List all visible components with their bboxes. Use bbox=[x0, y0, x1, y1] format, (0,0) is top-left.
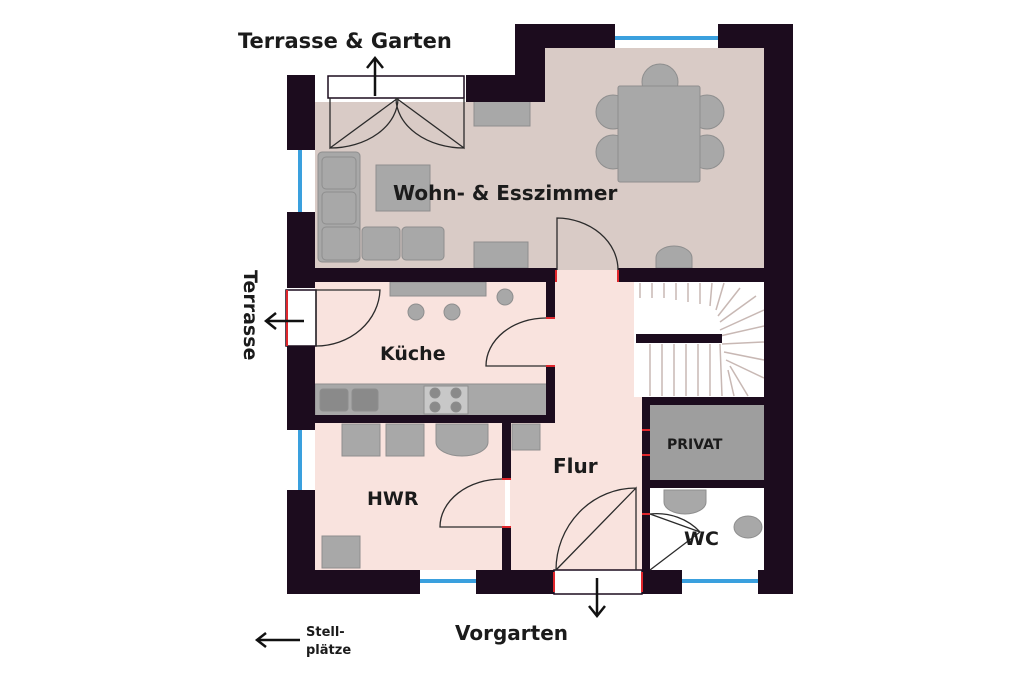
wall bbox=[618, 268, 764, 282]
label-terrace: Terrasse bbox=[239, 270, 261, 360]
terrace-door-frame bbox=[285, 289, 317, 347]
living-door bbox=[556, 217, 619, 271]
arrow-left-icon bbox=[254, 632, 300, 648]
washing-machine bbox=[341, 423, 381, 457]
sink-left bbox=[319, 388, 349, 412]
wall bbox=[642, 570, 682, 594]
arrow-up-icon bbox=[366, 55, 384, 96]
furniture bbox=[314, 63, 763, 569]
label-front-garden: Vorgarten bbox=[455, 621, 568, 645]
label-parking-line1: Stell- bbox=[306, 625, 345, 640]
room-label-hallway: Flur bbox=[553, 454, 598, 478]
wc-washbasin bbox=[663, 489, 707, 515]
kitchen-door bbox=[485, 317, 547, 367]
door-seals bbox=[286, 270, 650, 592]
windows bbox=[298, 36, 758, 583]
wall bbox=[515, 24, 615, 48]
private-floor bbox=[650, 405, 764, 480]
sideboard-bottom bbox=[473, 241, 529, 269]
sofa-seat-1 bbox=[321, 156, 357, 190]
patio-door-frame bbox=[327, 75, 465, 99]
sink-right bbox=[351, 388, 379, 412]
wall bbox=[315, 415, 555, 423]
patio-door-right bbox=[395, 97, 465, 150]
utility-door bbox=[439, 478, 503, 528]
armchair bbox=[655, 245, 693, 269]
wc-door bbox=[649, 513, 702, 571]
wall bbox=[546, 282, 555, 318]
burner bbox=[429, 401, 441, 413]
sofa-seat-2 bbox=[321, 191, 357, 225]
arrow-down-icon bbox=[588, 578, 606, 619]
kitchen-shelf bbox=[389, 281, 487, 297]
burner bbox=[450, 401, 462, 413]
room-label-toilet: WC bbox=[684, 528, 719, 550]
wall bbox=[287, 570, 420, 594]
door-swings bbox=[315, 97, 702, 571]
arrow-left-icon bbox=[263, 312, 304, 330]
storage-box bbox=[321, 535, 361, 569]
sofa-seat-5 bbox=[401, 226, 445, 261]
staircase bbox=[639, 282, 765, 397]
wall bbox=[502, 423, 511, 479]
sofa-seat-4 bbox=[361, 226, 401, 261]
label-parking-line2: plätze bbox=[306, 643, 351, 658]
room-label-utility: HWR bbox=[367, 488, 419, 510]
wall bbox=[764, 24, 793, 594]
wall bbox=[642, 397, 764, 405]
dining-table bbox=[617, 85, 701, 183]
burner bbox=[450, 387, 462, 399]
hall-cabinet bbox=[511, 423, 541, 451]
walls bbox=[287, 24, 793, 594]
terrace-door bbox=[315, 289, 381, 347]
wall bbox=[287, 75, 315, 150]
wall bbox=[546, 366, 555, 421]
bar-stool bbox=[407, 303, 425, 321]
room-label-kitchen: Küche bbox=[380, 343, 446, 365]
wall bbox=[758, 570, 793, 594]
wall bbox=[642, 397, 650, 570]
dryer bbox=[385, 423, 425, 457]
wall bbox=[650, 480, 764, 488]
laundry-basket bbox=[435, 423, 489, 457]
front-door bbox=[555, 486, 637, 571]
bar-stool bbox=[443, 303, 461, 321]
wall bbox=[636, 334, 722, 343]
wall bbox=[315, 268, 557, 282]
coffee-table bbox=[375, 164, 431, 212]
burner bbox=[429, 387, 441, 399]
room-label-private: PRIVAT bbox=[667, 437, 723, 453]
wall bbox=[476, 570, 554, 594]
toilet-bowl bbox=[733, 515, 763, 539]
wall bbox=[287, 346, 315, 430]
label-terrace-garden: Terrasse & Garten bbox=[238, 29, 452, 53]
wall bbox=[287, 212, 315, 288]
wall bbox=[502, 527, 511, 570]
room-label-living-dining: Wohn- & Esszimmer bbox=[393, 181, 617, 205]
sofa-seat-3 bbox=[321, 226, 361, 261]
sideboard-top bbox=[473, 99, 531, 127]
bar-stool bbox=[496, 288, 514, 306]
